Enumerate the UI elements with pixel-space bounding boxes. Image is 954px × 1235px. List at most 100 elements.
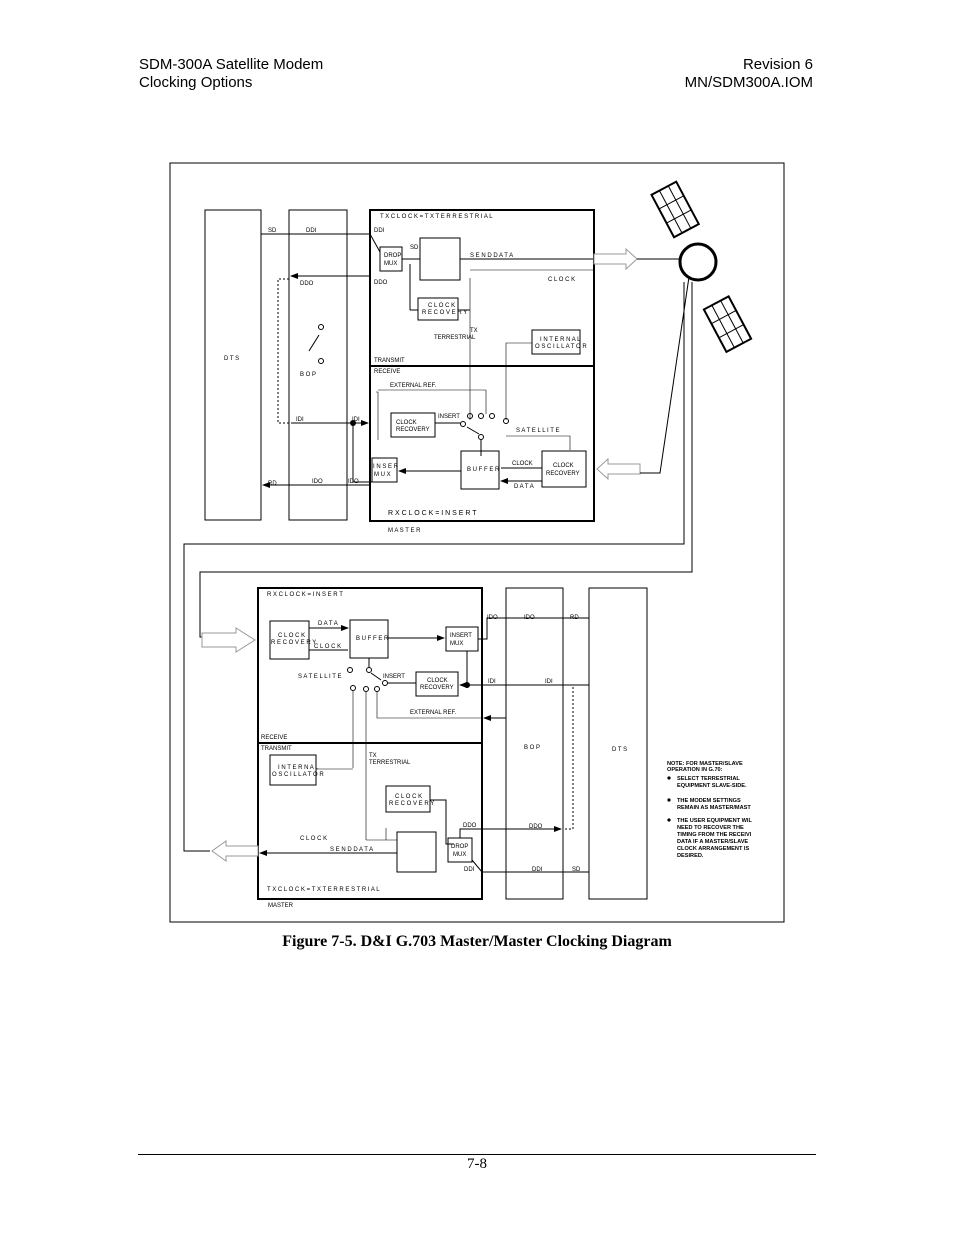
master-label-2: MASTER [268,903,294,909]
tx-clock-recovery-label-2a: C L O C K [395,794,422,800]
idi-label: IDI [296,417,304,423]
sat-clock-recovery-label-2a: C L O C K [278,633,305,639]
insert-label-2: INSERT [383,674,405,680]
data-label-2: D A T A [318,621,338,627]
drop-mux-box-2 [447,837,473,863]
tx-terrestrial-label-2: TERRESTRIAL [434,335,476,341]
rx-buffer-box [460,450,500,490]
receive-label: RECEIVE [374,369,400,375]
clock-label: C L O C K [548,277,575,283]
rx-clock-recovery-box-2 [415,671,459,697]
insert-label: INSERT [438,414,460,420]
rx-in-arrow-2 [201,627,256,653]
rx-clock-recovery-label-1: CLOCK [396,420,417,426]
rx-insert-mux-label-2a: INSERT [450,633,472,639]
rx-clock-recovery-box [390,412,436,438]
drop-mux-label-2: MUX [384,261,397,267]
tx-out-arrow-2 [211,840,259,862]
drop-mux-label-2b: MUX [453,852,466,858]
bop-box [288,209,348,521]
transmit-label-2: TRANSMIT [261,746,292,752]
note-b3-4: DATA IF A MASTER/SLAVE [677,839,748,845]
tx-clock-recovery-label-2: R E C O V E R Y [422,310,467,316]
note-title-2: OPERATION IN G.70: [667,767,723,773]
rx-buffer-label-2: B U F F E R [356,636,389,642]
clocking-diagram: D T S B O P SD DDI DDI DDO DDO IDI IDI R… [169,162,785,923]
note-bullet-2 [667,798,671,802]
tx-clock-recovery-box-2 [385,785,431,813]
bop-label-2: B O P [524,745,540,751]
send-data-label-2: S E N D D A T A [330,847,373,853]
send-data-label: S E N D D A T A [470,253,513,259]
tx-terrestrial-label-2b: TERRESTRIAL [369,760,411,766]
note-b3-3: TIMING FROM THE RECEIVI [677,832,752,838]
clock-label-2: C L O C K [314,644,341,650]
note-b1-2: EQUIPMENT SLAVE-SIDE. [677,783,747,789]
rx-clock-label: R X C L O C K = I N S E R T [388,510,477,517]
bop-label: B O P [300,372,316,378]
internal-osc-label-2: O S C I L L A T O R [535,344,587,350]
receive-label-2: RECEIVE [261,735,287,741]
ddi-label: DDI [306,228,317,234]
drop-mux-box [379,246,403,272]
data-label: D A T A [514,484,534,490]
tx-clock-recovery-box [417,297,459,321]
dts-label-2: D T S [612,747,627,753]
page-header-left: SDM-300A Satellite Modem Clocking Option… [139,56,323,92]
note-b2-2: REMAIN AS MASTER/MAST [677,805,751,811]
rx-in-arrow [596,457,641,481]
ido-label-b: IDO [487,615,498,621]
dts-box [204,209,262,521]
clock-label-tx-2: C L O C K [300,836,327,842]
rd-label: RD [268,481,277,487]
note-b3-1: THE USER EQUIPMENT WIL [677,818,752,824]
rx-insert-mux-label-1: I N S E R [373,464,399,470]
internal-osc-label-2a: I N T E R N A L [278,765,319,771]
dts-label: D T S [224,356,239,362]
note-bullet-1 [667,776,671,780]
sat-clock-recovery-label-2: RECOVERY [546,471,580,477]
idi-label-b2: IDI [545,679,553,685]
tx-terrestrial-label-2a: TX [369,753,377,759]
bottom-section: R X C L O C K = I N S E R T C L O C K R … [201,587,648,909]
revision: Revision 6 [742,56,813,73]
note-b2-1: THE MODEM SETTINGS [677,798,741,804]
note-b3-2: NEED TO RECOVER THE [677,825,744,831]
note-b3-6: DESIRED. [677,853,704,859]
external-ref-label: EXTERNAL REF. [390,383,436,389]
sat-clock-recovery-label-2b: R E C O V E R Y [271,640,316,646]
figure-caption: Figure 7-5. D&I G.703 Master/Master Cloc… [282,933,672,950]
ddi-label-b2: DDI [532,867,543,873]
ddo-label-b: DDO [463,823,477,829]
rx-insert-mux-label-2b: MUX [450,641,463,647]
rx-clock-recovery-label-2a: CLOCK [427,678,448,684]
rx-insert-mux-box-2 [445,626,479,652]
internal-osc-label-2b: O S C I L L A T O R [272,772,324,778]
ddi-label-2: DDI [374,228,385,234]
note-block: NOTE: FOR MASTER/SLAVE OPERATION IN G.70… [667,761,752,859]
internal-osc-box [531,329,581,355]
sat-clock-recovery-box-2 [269,620,310,660]
internal-osc-label-1: I N T E R N A L [540,337,581,343]
clock-small-label: CLOCK [512,461,533,467]
ddo-label-b2: DDO [529,824,543,830]
master-label: M A S T E R [388,528,421,534]
ddo-label-2: DDO [374,280,388,286]
sd-label-b: SD [572,867,581,873]
note-title-1: NOTE: FOR MASTER/SLAVE [667,761,743,767]
satellite-label: S A T E L L I T E [516,428,559,434]
drop-mux-label-2a: DROP [451,844,468,850]
tx-buffer-box-2 [396,831,437,873]
page-number: 7-8 [467,1156,487,1172]
rd-label-b: RD [570,615,579,621]
bop-box-2 [505,587,564,900]
note-bullet-3 [667,818,671,822]
idi-label-2: IDI [352,417,360,423]
tx-clock-label: T X C L O C K = T X T E R R E S T R I A … [380,214,493,220]
sat-clock-recovery-box [541,450,587,488]
transmit-label: TRANSMIT [374,358,405,364]
satellite-label-2: S A T E L L I T E [298,674,341,680]
note-b1-1: SELECT TERRESTRIAL [677,776,740,782]
idi-label-b: IDI [488,679,496,685]
top-section: D T S B O P SD DDI DDI DDO DDO IDI IDI R… [204,209,641,534]
